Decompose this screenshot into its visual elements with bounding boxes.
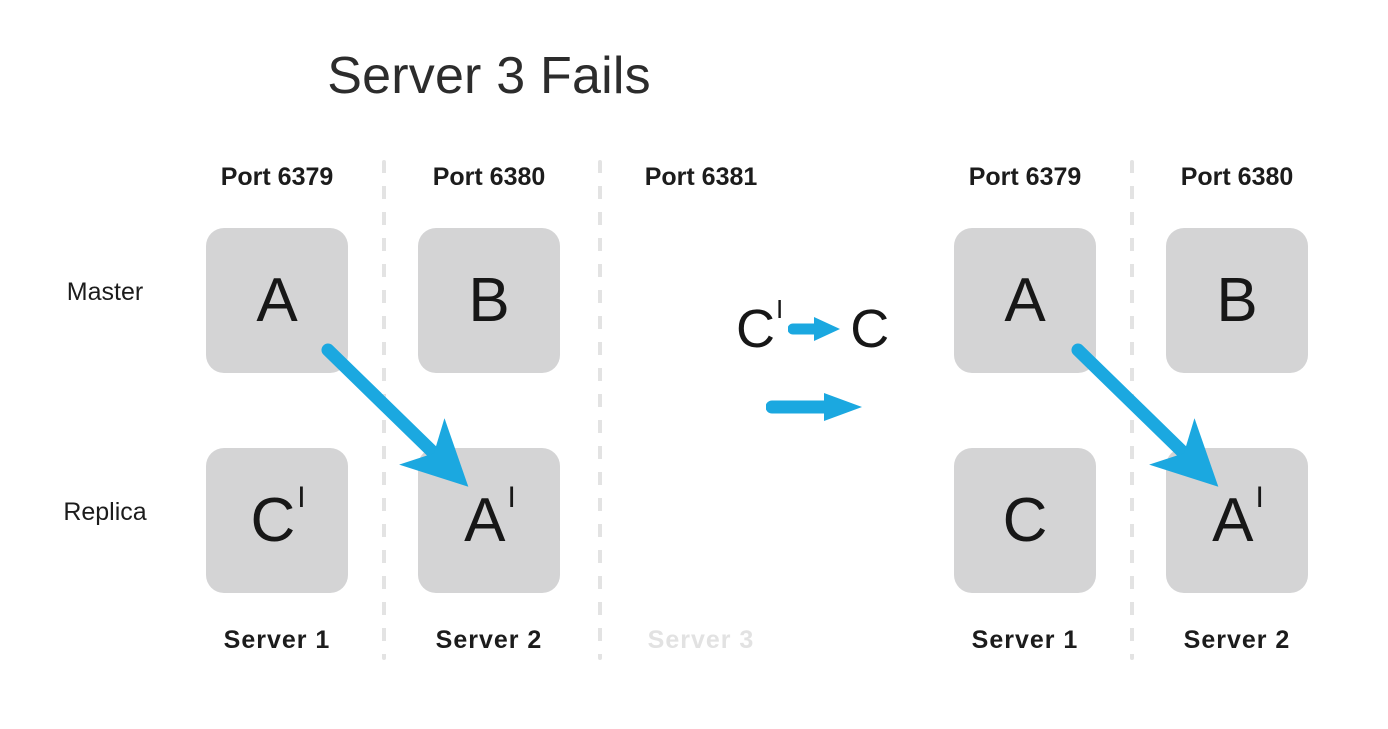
node-master-a[interactable]: A — [954, 228, 1096, 373]
node-master-b[interactable]: B — [418, 228, 560, 373]
column-divider — [1130, 160, 1134, 660]
server-label-failed: Server 3 — [647, 626, 755, 654]
node-master-b[interactable]: B — [1166, 228, 1308, 373]
column-divider — [382, 160, 386, 660]
column-divider — [598, 160, 602, 660]
center-annotation: CI C — [736, 294, 890, 359]
right-arrow-icon — [765, 390, 866, 424]
node-replica-a-prime[interactable]: AI — [1166, 448, 1308, 593]
node-label: B — [468, 265, 510, 335]
node-label: AI — [1212, 480, 1264, 555]
node-label: AI — [464, 480, 516, 555]
server-label: Server 1 — [223, 626, 331, 654]
node-label: A — [256, 265, 298, 335]
node-label: CI — [250, 480, 306, 555]
node-master-a[interactable]: A — [206, 228, 348, 373]
row-label-master: Master — [66, 278, 144, 306]
node-replica-c-prime[interactable]: CI — [206, 448, 348, 593]
right-arrow-icon — [787, 314, 844, 344]
port-label: Port 6380 — [432, 163, 546, 191]
server-label: Server 2 — [1183, 626, 1291, 654]
node-label: A — [1004, 265, 1046, 335]
port-label: Port 6381 — [644, 163, 758, 191]
page-title: Server 3 Fails — [327, 47, 651, 105]
row-label-replica: Replica — [63, 498, 147, 526]
server-label: Server 1 — [971, 626, 1079, 654]
port-label: Port 6379 — [220, 163, 334, 191]
port-label: Port 6379 — [968, 163, 1082, 191]
node-label: B — [1216, 265, 1258, 335]
node-label: C — [1002, 485, 1048, 555]
node-replica-c[interactable]: C — [954, 448, 1096, 593]
port-label: Port 6380 — [1180, 163, 1294, 191]
center-to-label: C — [850, 299, 890, 359]
node-replica-a-prime[interactable]: AI — [418, 448, 560, 593]
center-from-label: CI — [736, 294, 784, 359]
server-label: Server 2 — [435, 626, 543, 654]
